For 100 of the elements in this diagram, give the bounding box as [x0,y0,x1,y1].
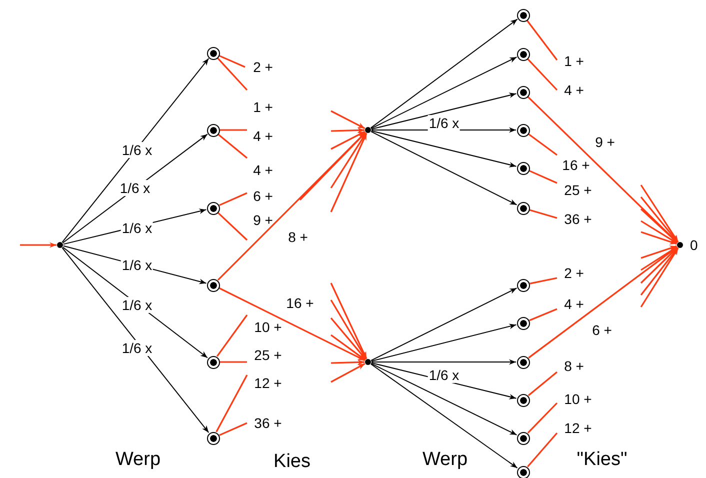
arrow [330,132,367,188]
outcome-circle [206,356,220,368]
edge-label: 9 + [252,212,274,228]
edge-label: 1 + [252,99,274,115]
arrow [330,362,366,383]
line [216,314,248,357]
edge-label: 25 + [563,182,593,198]
edge-label: 8 + [563,358,585,374]
edge-label: 16 + [561,157,591,173]
arrow [640,248,679,308]
outcome-circle [516,86,530,98]
edge-label: 12 + [563,420,593,436]
edge-label: 2 + [563,265,585,281]
edge-label: 8 + [287,229,309,245]
edge-label: 9 + [594,134,616,150]
arrow [218,287,366,362]
line [219,422,248,436]
arrow [330,110,366,130]
edge-label: 1 + [563,53,585,69]
edge-label: 36 + [253,415,283,431]
arrow [330,127,365,134]
line [529,170,558,184]
arrow [370,18,518,128]
chance-dot [365,127,371,133]
arrow [62,247,210,434]
outcome-circle [206,46,220,60]
edge-label: 4 + [563,296,585,312]
arrow [370,131,518,206]
chance-dot [57,242,63,248]
line [218,212,248,241]
chance-dot [365,359,371,365]
line [530,277,558,284]
arrow [330,334,366,361]
line [528,134,558,156]
arrow [370,56,518,129]
outcome-circle [516,8,530,22]
edge-label: 16 + [285,295,315,311]
arrow [371,359,516,365]
line [529,209,558,219]
edge-label: 10 + [563,391,593,407]
arrow [640,246,678,284]
outcome-circle [206,432,220,444]
line [216,374,248,432]
outcome-circle [516,162,530,174]
line [527,58,558,91]
arrow [330,130,366,150]
arrow [640,196,678,243]
arrow [370,364,518,468]
edge-label: 1/6 x [428,115,460,131]
outcome-circle [516,394,530,406]
arrow [62,58,210,243]
outcome-circle [516,316,530,330]
arrow [330,282,368,360]
line [527,432,558,468]
arrow [640,246,678,271]
arrow [330,317,366,360]
edge-label: 4 + [563,82,585,98]
outcome-circle [516,356,530,368]
outcome-circle [206,202,220,214]
arrow [640,231,677,245]
edge-label: 6 + [252,188,274,204]
arrow [640,220,678,244]
stage-label: Werp [422,449,468,471]
edge-label: 12 + [253,375,283,391]
edge-label: 1/6 x [120,297,154,313]
edge-label: 1/6 x [120,142,154,158]
stage-label: Kies [274,451,310,473]
edge-label: 1/6 x [428,367,460,383]
arrow [370,92,517,130]
line [220,361,247,363]
line [218,134,248,159]
arrow [299,132,366,201]
line [528,371,558,396]
arrow [370,288,518,361]
edge-label: 4 + [252,162,274,178]
outcome-circle [516,48,530,60]
outcome-circle [516,432,530,444]
arrow [640,208,678,244]
arrow [370,324,517,362]
line [219,55,246,68]
edge-label: 1/6 x [120,257,154,273]
outcome-circle [516,202,530,214]
arrow [330,132,368,212]
chance-dot [677,242,683,248]
edge-label: 1/6 x [120,220,154,236]
line [527,402,558,434]
line [220,129,247,131]
outcome-circle [206,278,220,292]
arrow [20,242,56,248]
edge-label: 2 + [252,59,274,75]
node-value: 0 [690,237,698,253]
arrow [370,130,517,168]
outcome-circle [516,466,530,478]
outcome-circle [516,124,530,136]
line [529,308,558,322]
arrow [370,363,518,436]
outcome-circle [206,124,220,136]
edge-label: 36 + [563,211,593,227]
edge-label: 4 + [252,128,274,144]
arrow [330,300,367,360]
